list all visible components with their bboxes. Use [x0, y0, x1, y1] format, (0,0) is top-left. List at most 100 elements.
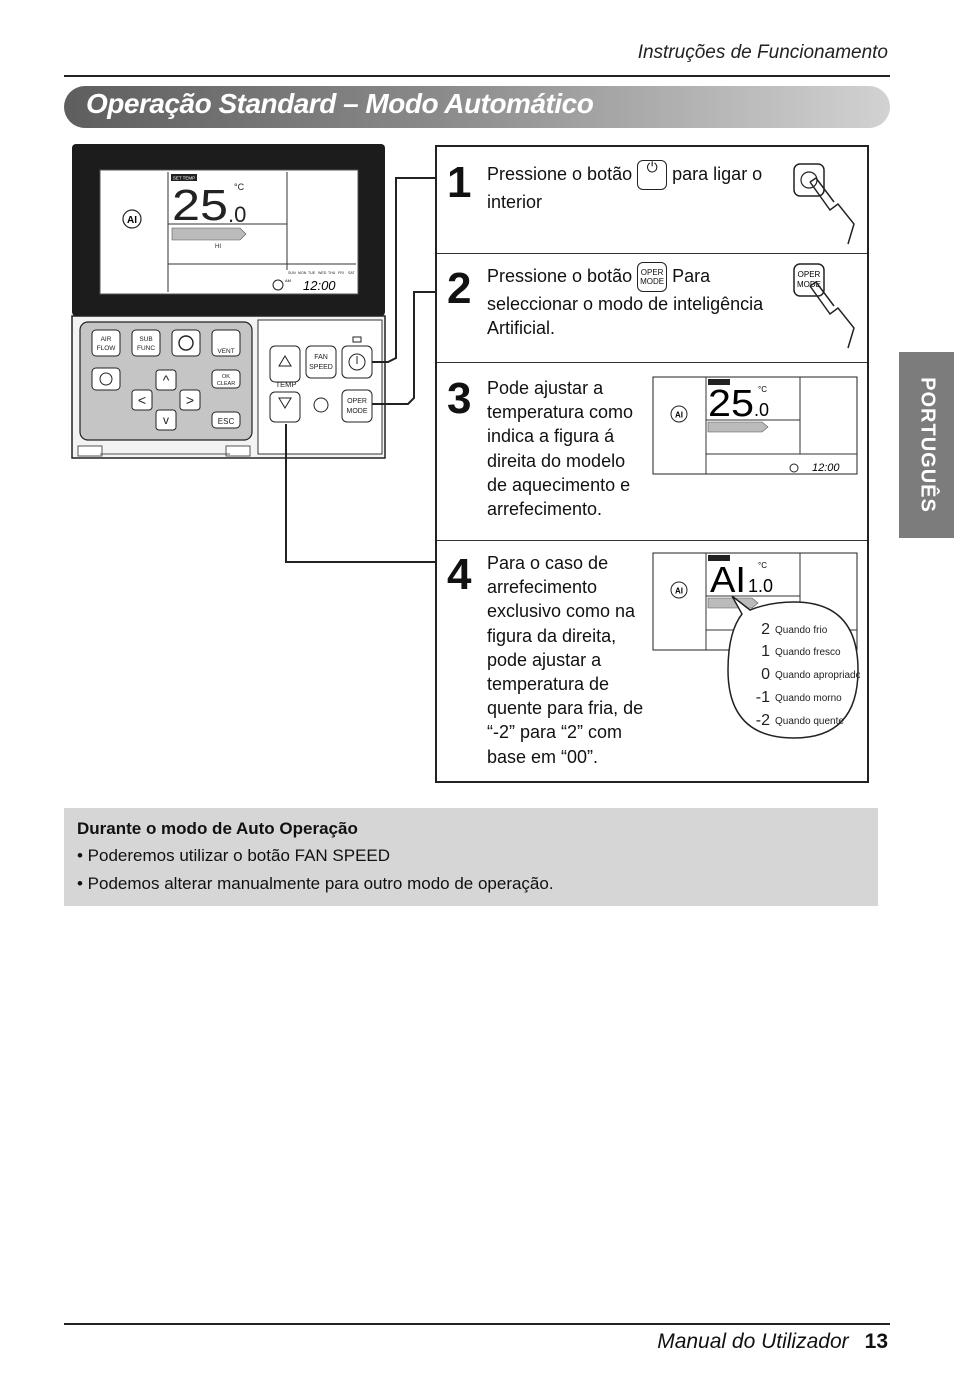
- vent-button[interactable]: [211, 329, 241, 357]
- day-label: THU: [328, 271, 336, 275]
- clock-ampm: AM: [285, 278, 291, 283]
- clear-label: CLEAR: [217, 381, 235, 387]
- step-number: 4: [447, 550, 472, 599]
- ai-label: AI: [675, 411, 683, 420]
- day-label: TUE: [308, 271, 316, 275]
- step-number: 3: [447, 374, 472, 423]
- temp-legend-callout: [727, 595, 859, 739]
- svg-text:OPER: OPER: [798, 270, 821, 279]
- legend-label: Quando quente: [775, 716, 844, 727]
- note-item: • Poderemos utilizar o botão FAN SPEED: [77, 846, 391, 865]
- oper-mode-label: OPER: [347, 398, 367, 405]
- day-label: SAT: [348, 271, 356, 275]
- triangle-up-icon: [278, 355, 292, 367]
- title-bar: [64, 86, 890, 128]
- fan-speed-bar: [707, 421, 769, 433]
- lcd-temp-decimal: .0: [754, 400, 769, 420]
- sub-func-button[interactable]: [131, 329, 161, 357]
- fan-speed-button[interactable]: [305, 345, 337, 379]
- step-line: Para o caso de: [487, 553, 609, 573]
- step-number: 2: [447, 264, 472, 313]
- page-title: Operação Standard – Modo Automático: [86, 88, 594, 119]
- step-1-text: Pressione o botão ⏻ para ligar o interio…: [487, 160, 787, 214]
- left-button[interactable]: [131, 389, 153, 411]
- lcd-mode-value: AI: [710, 559, 746, 600]
- esc-button[interactable]: [211, 411, 241, 429]
- oper-mode-button[interactable]: [341, 389, 373, 423]
- language-tab: PORTUGUÊS: [899, 352, 954, 538]
- clock-icon: [99, 372, 113, 386]
- step-text-before: Pressione o botão: [487, 265, 633, 286]
- power-icon: ⏻: [637, 160, 668, 190]
- ok-label: OK: [222, 374, 230, 380]
- step-line: indica a figura á: [487, 426, 615, 447]
- lcd-temp-value: 25: [172, 181, 228, 230]
- section-header: Instruções de Funcionamento: [637, 42, 888, 63]
- up-button[interactable]: [155, 369, 177, 391]
- fan-speed-label: FAN: [314, 354, 328, 361]
- footer-rule: [64, 1323, 890, 1325]
- settings-button[interactable]: [171, 329, 201, 357]
- day-label: FRI: [338, 271, 344, 275]
- sub-func-label: FUNC: [137, 345, 155, 352]
- lcd-temp-decimal: .0: [228, 202, 246, 227]
- note-box: [64, 808, 878, 906]
- step-number: 1: [447, 158, 472, 207]
- ai-icon: [122, 209, 142, 229]
- temp-down-button[interactable]: [269, 391, 301, 423]
- step-line: exclusivo como na: [487, 601, 636, 622]
- step-line: Pode ajustar a: [487, 378, 604, 398]
- ai-label: AI: [127, 215, 137, 226]
- legend-value: -2: [756, 712, 770, 729]
- legend-label: Quando frio: [775, 625, 828, 636]
- legend-value: -1: [756, 689, 770, 706]
- legend-value: 2: [761, 621, 770, 638]
- day-label: SUN: [288, 271, 296, 275]
- ok-clear-button[interactable]: [211, 369, 241, 389]
- day-label: WED: [318, 271, 327, 275]
- down-button[interactable]: [155, 409, 177, 431]
- step-text-after: para ligar o interior: [487, 163, 763, 212]
- lcd-step3-illustration: 25 .0 °C AI 12:00: [652, 376, 858, 475]
- chevron-down-icon: v: [163, 413, 169, 427]
- legend-label: Quando apropriado: [775, 670, 860, 681]
- page-number: 13: [864, 1330, 888, 1353]
- power-icon: [348, 353, 366, 371]
- esc-label: ESC: [218, 417, 235, 426]
- step-line: “-2” para “2” com: [487, 722, 623, 743]
- legend-value: 0: [761, 666, 770, 683]
- chevron-left-icon: <: [138, 392, 146, 408]
- note-item: • Podemos alterar manualmente para outro…: [77, 874, 554, 893]
- air-flow-button[interactable]: [91, 329, 121, 357]
- step-line: base em “00”.: [487, 746, 599, 767]
- step-text-before: Pressione o botão: [487, 163, 633, 184]
- set-temp-label: SET TEMP: [173, 176, 195, 181]
- step-line: temperatura como: [487, 402, 634, 423]
- leader-line-step4: [285, 424, 436, 563]
- clock-time: 12:00: [303, 278, 336, 293]
- header-rule: [64, 75, 890, 77]
- ai-icon: [670, 581, 688, 599]
- lcd-step4-illustration: AI 1.0 °C AI 2 Quando frio 1 Quando fres…: [652, 552, 860, 739]
- air-flow-label: FLOW: [97, 345, 117, 352]
- step-line: temperatura de: [487, 674, 610, 695]
- air-flow-label: AIR: [101, 336, 112, 343]
- step-separator: [437, 540, 867, 541]
- clock-icon: [272, 279, 284, 291]
- right-button[interactable]: [179, 389, 201, 411]
- timer-button[interactable]: [91, 367, 121, 391]
- temp-up-button[interactable]: [269, 345, 301, 383]
- oper-mode-label: MODE: [347, 408, 368, 415]
- lcd-temp-value: 25: [708, 383, 754, 425]
- hand-press-icon: OPER MODE: [793, 263, 855, 349]
- step-line: pode ajustar a: [487, 649, 602, 670]
- note-title: Durante o modo de Auto Operação: [77, 819, 358, 838]
- indicator-light: [313, 397, 329, 413]
- fan-speed-bar: [171, 227, 247, 241]
- lcd-unit: °C: [758, 385, 767, 394]
- fan-speed-bar: [707, 597, 759, 609]
- step-separator: [437, 253, 867, 254]
- step-line: arrefecimento: [487, 577, 598, 598]
